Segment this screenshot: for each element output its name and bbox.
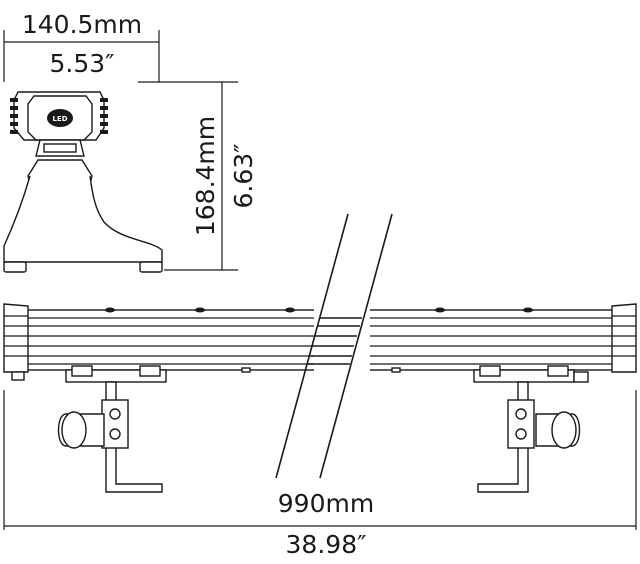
right-bracket bbox=[473, 365, 589, 493]
width-in-label: 5.53″ bbox=[49, 49, 114, 78]
height-mm-label: 168.4mm bbox=[191, 116, 220, 236]
length-in-label: 38.98″ bbox=[286, 530, 367, 559]
length-dimension: 990mm 38.98″ bbox=[3, 390, 637, 559]
width-mm-label: 140.5mm bbox=[22, 10, 142, 39]
height-dimension: 168.4mm 6.63″ bbox=[138, 81, 258, 271]
length-mm-label: 990mm bbox=[278, 489, 374, 518]
side-view: LED bbox=[3, 91, 163, 273]
height-in-label: 6.63″ bbox=[229, 143, 258, 208]
front-view bbox=[3, 213, 637, 493]
svg-text:LED: LED bbox=[52, 115, 67, 123]
logo-icon: LED bbox=[47, 109, 73, 127]
left-bracket bbox=[57, 365, 167, 493]
width-dimension: 140.5mm 5.53″ bbox=[3, 10, 160, 82]
